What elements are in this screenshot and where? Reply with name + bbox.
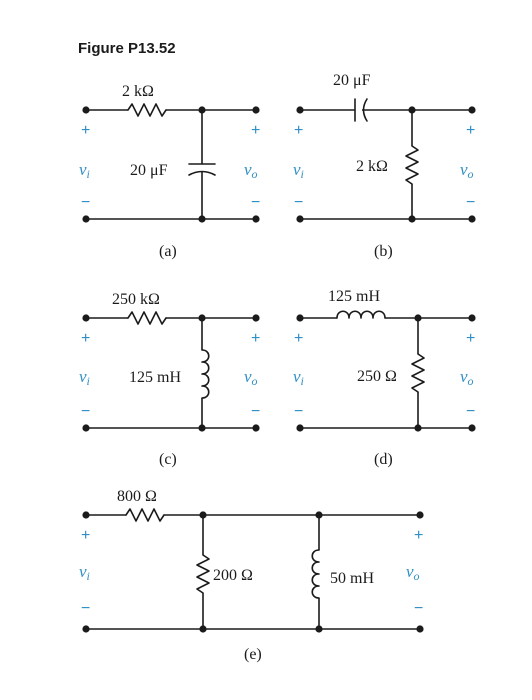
- vi-minus-sign: −: [294, 194, 303, 211]
- vi-symbol: vi: [79, 562, 90, 583]
- circuit-e-shunt-inductor-label: 50 mH: [330, 570, 374, 587]
- junction-node: [408, 106, 416, 114]
- junction-node: [315, 625, 323, 633]
- junction-node: [414, 314, 422, 322]
- vo-symbol: vo: [244, 367, 258, 388]
- circuit-a: 2 kΩ 20 μF + − vi + − vo (a): [79, 83, 260, 260]
- terminal-node: [82, 511, 90, 519]
- junction-node: [408, 215, 416, 223]
- terminal-node: [82, 424, 90, 432]
- vo-symbol: vo: [244, 160, 258, 181]
- junction-node: [199, 511, 207, 519]
- vi-minus-sign: −: [81, 600, 90, 617]
- terminal-node: [296, 106, 304, 114]
- vo-plus-sign: +: [251, 330, 260, 347]
- circuit-d-inductor: [336, 310, 386, 319]
- vo-plus-sign: +: [466, 330, 475, 347]
- terminal-node: [252, 424, 260, 432]
- junction-node: [199, 625, 207, 633]
- vi-plus-sign: +: [294, 330, 303, 347]
- junction-node: [198, 106, 206, 114]
- circuit-e: 800 Ω 200 Ω 50 mH + − vi + − vo (e): [79, 488, 424, 663]
- circuit-b-caption: (b): [374, 243, 393, 260]
- circuit-a-capacitor-label: 20 μF: [130, 162, 168, 179]
- circuit-e-shunt-resistor-label: 200 Ω: [213, 567, 253, 584]
- terminal-node: [296, 314, 304, 322]
- circuit-b-resistor: [405, 145, 419, 185]
- terminal-node: [468, 314, 476, 322]
- vo-minus-sign: −: [251, 403, 260, 420]
- vi-minus-sign: −: [81, 403, 90, 420]
- circuit-d-caption: (d): [374, 451, 393, 468]
- vo-plus-sign: +: [251, 122, 260, 139]
- circuit-e-series-resistor: [125, 508, 165, 522]
- terminal-node: [468, 106, 476, 114]
- circuit-d: 125 mH 250 Ω + − vi + − vo (d): [293, 288, 476, 468]
- terminal-node: [82, 625, 90, 633]
- circuit-a-resistor-label: 2 kΩ: [122, 83, 154, 100]
- circuit-e-series-resistor-label: 800 Ω: [117, 488, 157, 505]
- terminal-node: [468, 424, 476, 432]
- vi-symbol: vi: [79, 367, 90, 388]
- vi-minus-sign: −: [294, 403, 303, 420]
- junction-node: [198, 424, 206, 432]
- terminal-node: [252, 314, 260, 322]
- vi-symbol: vi: [293, 160, 304, 181]
- vo-minus-sign: −: [466, 403, 475, 420]
- terminal-node: [296, 424, 304, 432]
- junction-node: [315, 511, 323, 519]
- circuit-c-caption: (c): [159, 451, 177, 468]
- junction-node: [198, 215, 206, 223]
- terminal-node: [252, 106, 260, 114]
- circuit-d-resistor: [411, 353, 425, 393]
- terminal-node: [416, 511, 424, 519]
- circuit-c-resistor: [127, 311, 167, 325]
- circuit-a-resistor: [127, 103, 167, 117]
- vo-plus-sign: +: [466, 122, 475, 139]
- circuit-c-inductor-label: 125 mH: [129, 369, 181, 386]
- terminal-node: [82, 314, 90, 322]
- circuit-c: 250 kΩ 125 mH + − vi + − vo (c): [79, 291, 260, 468]
- vo-minus-sign: −: [466, 194, 475, 211]
- circuit-d-inductor-label: 125 mH: [328, 288, 380, 305]
- terminal-node: [296, 215, 304, 223]
- vi-symbol: vi: [79, 160, 90, 181]
- vo-symbol: vo: [406, 562, 420, 583]
- circuit-b-resistor-label: 2 kΩ: [356, 158, 388, 175]
- vi-plus-sign: +: [81, 330, 90, 347]
- vo-minus-sign: −: [251, 194, 260, 211]
- junction-node: [414, 424, 422, 432]
- circuit-e-caption: (e): [244, 646, 262, 663]
- figure-title: Figure P13.52: [78, 40, 176, 57]
- terminal-node: [416, 625, 424, 633]
- vi-symbol: vi: [293, 367, 304, 388]
- vi-plus-sign: +: [81, 527, 90, 544]
- circuit-c-inductor: [201, 349, 210, 399]
- circuit-c-resistor-label: 250 kΩ: [112, 291, 160, 308]
- vo-symbol: vo: [460, 367, 474, 388]
- circuit-d-resistor-label: 250 Ω: [357, 368, 397, 385]
- terminal-node: [252, 215, 260, 223]
- terminal-node: [468, 215, 476, 223]
- circuit-b-capacitor-label: 20 μF: [333, 72, 371, 89]
- vi-plus-sign: +: [81, 122, 90, 139]
- terminal-node: [82, 106, 90, 114]
- circuit-e-shunt-inductor: [311, 549, 320, 599]
- vi-plus-sign: +: [294, 122, 303, 139]
- circuit-e-shunt-resistor: [196, 554, 210, 594]
- circuit-a-caption: (a): [159, 243, 177, 260]
- circuit-b: 20 μF 2 kΩ + − vi + − vo (b): [293, 72, 476, 260]
- terminal-node: [82, 215, 90, 223]
- vi-minus-sign: −: [81, 194, 90, 211]
- vo-symbol: vo: [460, 160, 474, 181]
- junction-node: [198, 314, 206, 322]
- vo-plus-sign: +: [414, 527, 423, 544]
- vo-minus-sign: −: [414, 600, 423, 617]
